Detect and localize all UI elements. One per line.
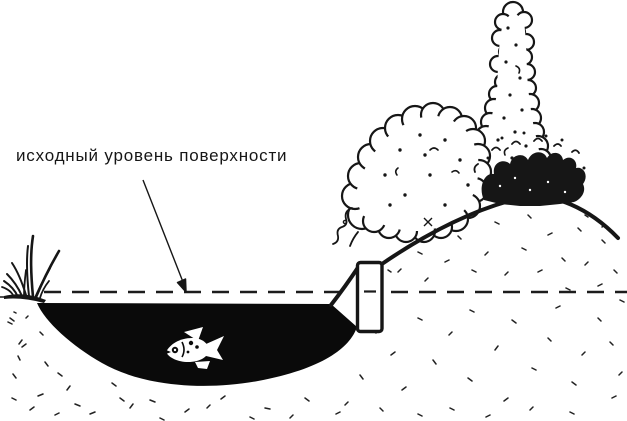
caption-arrow [142, 179, 187, 293]
level-post-marker [355, 260, 384, 334]
grass-tuft-icon [0, 234, 61, 303]
dark-shrub-icon [473, 131, 586, 206]
bush-icon [332, 101, 493, 247]
pond-water [37, 303, 357, 386]
soil-texture [7, 214, 625, 421]
bank-edge-line [329, 264, 361, 307]
surface-level-caption: исходный уровень поверхности [16, 146, 288, 165]
fish-icon [166, 327, 224, 369]
